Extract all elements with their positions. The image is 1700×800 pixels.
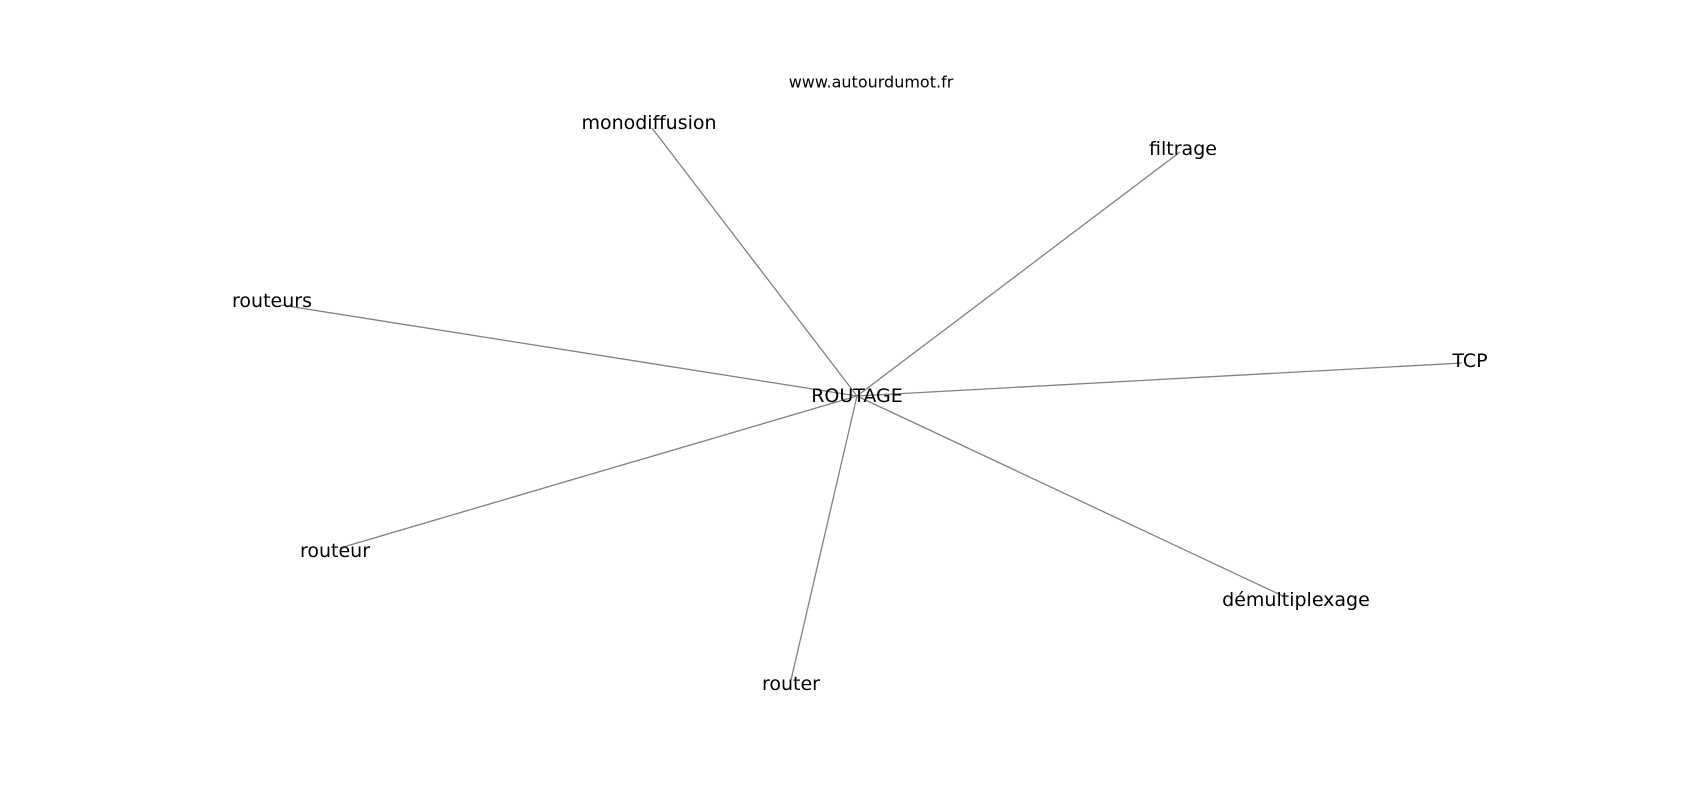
edge-routeur [339,395,858,549]
edge-monodiffusion [651,127,858,397]
edge-routeurs [280,304,858,397]
node-label-tcp[interactable]: TCP [1451,350,1487,372]
edge-demultiplexage [856,395,1286,598]
edge-filtrage [856,151,1181,397]
center-node-label[interactable]: ROUTAGE [811,385,903,407]
node-label-filtrage[interactable]: filtrage [1149,138,1217,160]
graph-edges [280,127,1463,681]
node-label-demultiplexage[interactable]: démultiplexage [1222,589,1370,611]
edge-tcp [856,362,1463,397]
edge-router [790,395,858,681]
node-label-router[interactable]: router [762,673,820,695]
graph-labels: www.autourdumot.fr ROUTAGE monodiffusion… [232,73,1488,696]
node-label-routeurs[interactable]: routeurs [232,290,312,312]
node-label-monodiffusion[interactable]: monodiffusion [581,112,716,134]
node-label-routeur[interactable]: routeur [300,540,370,562]
watermark-text: www.autourdumot.fr [789,73,954,92]
